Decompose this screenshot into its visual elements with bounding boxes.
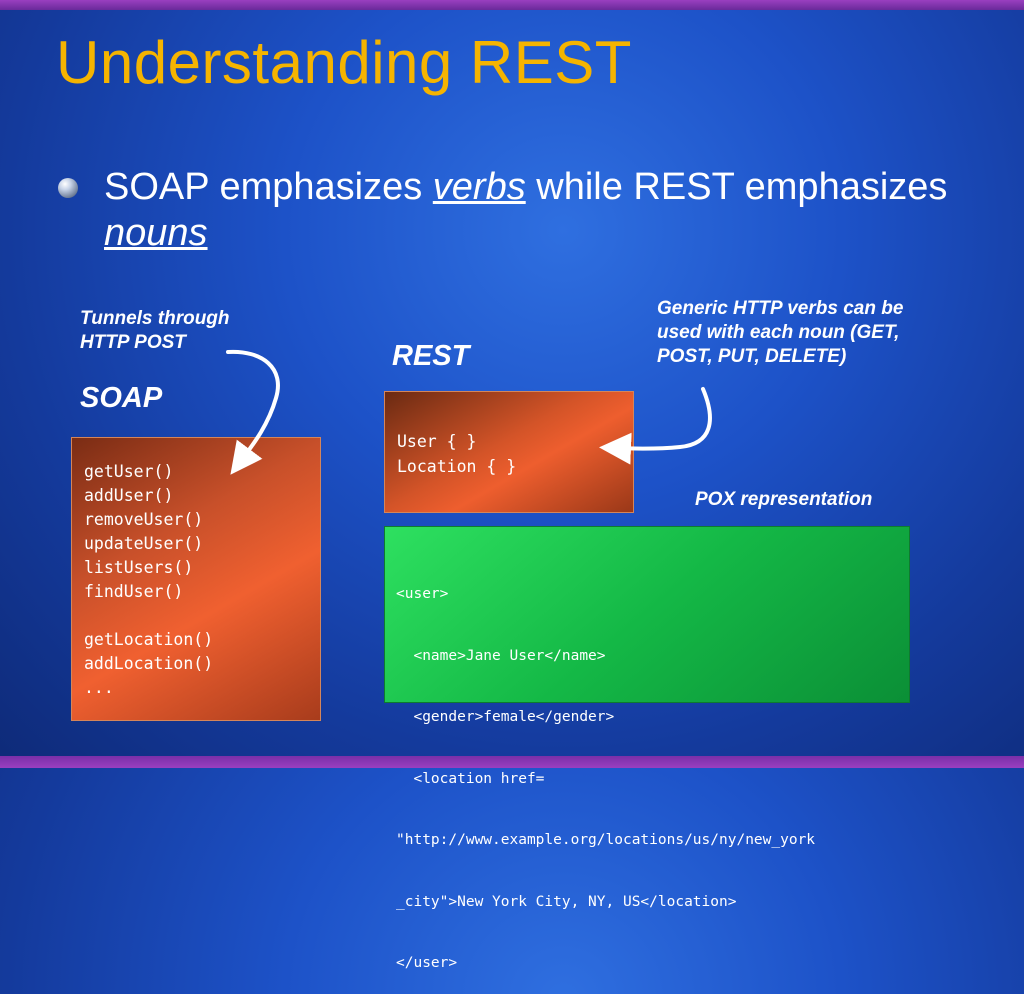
bullet-emphasis-verbs: verbs [432,166,526,208]
callout-arrows [226,349,712,475]
rest-nouns-box: User { } Location { } [384,391,634,513]
pox-label: POX representation [695,489,873,510]
soap-note-line2: HTTP POST [80,332,186,353]
soap-method: getLocation() [84,630,214,649]
soap-note-line1: Tunnels through [80,308,230,329]
rest-label: REST [392,340,470,372]
bullet-text-part1: SOAP emphasizes [104,166,433,208]
soap-method: findUser() [84,582,184,601]
rest-note-line3: POST, PUT, DELETE) [657,346,847,367]
bullet-text-part2: while REST emphasizes [525,166,948,208]
soap-methods-box: getUser() addUser() removeUser() updateU… [71,437,321,721]
soap-method: getUser() [84,462,174,481]
rest-note-line2: used with each noun (GET, [657,322,900,343]
soap-method: updateUser() [84,534,204,553]
soap-label: SOAP [80,382,163,414]
soap-method: ... [84,678,114,697]
rest-verbs-note: Generic HTTP verbs can be used with each… [657,297,903,369]
soap-method: addLocation() [84,654,214,673]
pox-line: <gender>female</gender> [396,709,615,725]
pox-line: <user> [396,586,449,602]
pox-line: _city">New York City, NY, US</location> [396,893,737,910]
rest-note-line1: Generic HTTP verbs can be [657,298,904,319]
soap-method: addUser() [84,486,174,505]
pox-line: </user> [396,955,458,971]
bullet-point: SOAP emphasizes verbs while REST emphasi… [104,164,964,256]
slide-title: Understanding REST [56,29,632,96]
rest-noun: User { } [397,432,477,451]
soap-method: removeUser() [84,510,204,529]
bottom-accent-bar [0,756,1024,768]
pox-line: <location href= [396,770,545,787]
bullet-emphasis-nouns: nouns [104,212,208,254]
pox-line: "http://www.example.org/locations/us/ny/… [396,832,816,848]
rest-noun: Location { } [397,457,517,476]
top-accent-bar [0,0,1024,10]
soap-tunnel-note: Tunnels through HTTP POST [80,307,230,355]
pox-line: <name>Jane User</name> [396,647,606,664]
soap-arrow-icon [226,349,280,475]
rest-arrow-icon [599,387,712,465]
bullet-icon [58,178,78,198]
soap-method: listUsers() [84,558,194,577]
